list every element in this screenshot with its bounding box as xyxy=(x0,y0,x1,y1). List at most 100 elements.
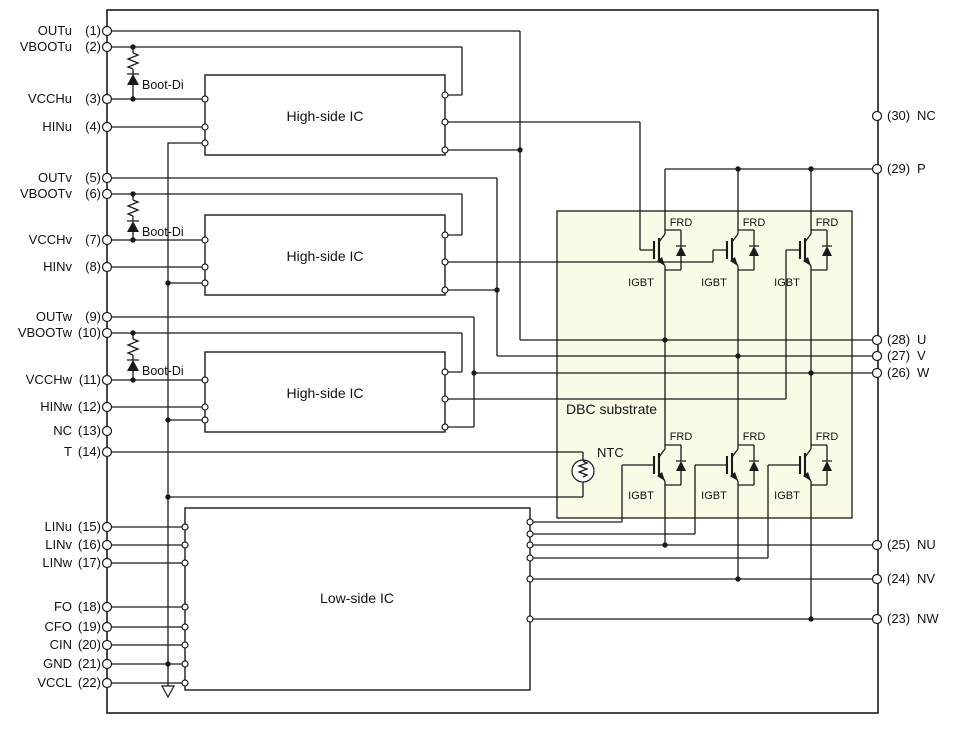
pin-num-20: (20) xyxy=(78,637,101,652)
pin-num-27: (27) xyxy=(887,348,910,363)
pin-label-p: P xyxy=(917,161,926,176)
pin-label-v: V xyxy=(917,348,926,363)
pin-num-1: (1) xyxy=(85,23,101,38)
pin-label-linv: LINv xyxy=(45,537,72,552)
pin-label-vbootv: VBOOTv xyxy=(20,186,73,201)
high-side-ic-v-label: High-side IC xyxy=(286,248,363,264)
frd-wb-label: FRD xyxy=(816,431,839,443)
frd-diode-icons xyxy=(676,246,832,471)
pin-24 xyxy=(871,573,883,585)
pin-num-7: (7) xyxy=(85,232,101,247)
pin-2 xyxy=(101,41,113,53)
pin-num-26: (26) xyxy=(887,365,910,380)
pin-22 xyxy=(101,677,113,689)
emitter-arrow-icon xyxy=(730,257,738,266)
pin-21 xyxy=(101,658,113,670)
pin-14 xyxy=(101,446,113,458)
igbt-ub-label: IGBT xyxy=(628,490,654,502)
package-pins xyxy=(101,25,883,689)
pin-num-4: (4) xyxy=(85,119,101,134)
right-pin-labels: (30) NC (29) P (28) U (27) V (26) W (25)… xyxy=(887,108,939,626)
pin-19 xyxy=(101,621,113,633)
pin-13 xyxy=(101,425,113,437)
pin-num-5: (5) xyxy=(85,170,101,185)
pin-label-fo: FO xyxy=(54,599,72,614)
pin-9 xyxy=(101,311,113,323)
pin-25 xyxy=(871,539,883,551)
igbt-wb-label: IGBT xyxy=(774,490,800,502)
pin-label-outv: OUTv xyxy=(38,170,72,185)
pin-num-24: (24) xyxy=(887,571,910,586)
pin-28 xyxy=(871,334,883,346)
frd-ut-icon xyxy=(676,246,686,256)
pin-27 xyxy=(871,350,883,362)
wires xyxy=(111,30,873,686)
pin-label-vbootu: VBOOTu xyxy=(20,39,72,54)
pin-label-t: T xyxy=(64,444,72,459)
boot-di-v-label: Boot-Di xyxy=(142,225,184,239)
boot-diodes xyxy=(127,73,139,371)
left-pin-labels: OUTu (1) VBOOTu (2) VCCHu (3) HINu (4) O… xyxy=(18,23,101,690)
high-side-ic-u-label: High-side IC xyxy=(286,108,363,124)
pin-20 xyxy=(101,639,113,651)
pin-11 xyxy=(101,374,113,386)
frd-wt-label: FRD xyxy=(816,217,839,229)
pin-label-nu: NU xyxy=(917,537,936,552)
frd-vt-label: FRD xyxy=(743,217,766,229)
pin-num-12: (12) xyxy=(78,399,101,414)
pin-num-19: (19) xyxy=(78,619,101,634)
igbt-wt-label: IGBT xyxy=(774,277,800,289)
igbt-bars xyxy=(652,238,807,477)
pin-label-vcchv: VCCHv xyxy=(29,232,73,247)
pin-num-13: (13) xyxy=(78,423,101,438)
high-side-ic-w-box xyxy=(204,351,446,433)
pin-num-8: (8) xyxy=(85,259,101,274)
pin-16 xyxy=(101,539,113,551)
boot-di-u-label: Boot-Di xyxy=(142,78,184,92)
frd-ub-icon xyxy=(676,461,686,471)
pin-8 xyxy=(101,261,113,273)
pin-30 xyxy=(871,110,883,122)
pin-15 xyxy=(101,521,113,533)
pin-label-outw: OUTw xyxy=(36,309,73,324)
frd-vb-label: FRD xyxy=(743,431,766,443)
pin-label-outu: OUTu xyxy=(38,23,72,38)
ntc-zigzag-icon xyxy=(577,460,589,478)
pin-12 xyxy=(101,401,113,413)
pin-label-nc30: NC xyxy=(917,108,936,123)
pin-num-6: (6) xyxy=(85,186,101,201)
pin-18 xyxy=(101,601,113,613)
ic-blocks xyxy=(184,74,531,691)
pin-num-28: (28) xyxy=(887,332,910,347)
emitter-arrow-icon xyxy=(803,472,811,481)
wiring xyxy=(111,30,873,699)
pin-label-vcchu: VCCHu xyxy=(28,91,72,106)
pin-7 xyxy=(101,234,113,246)
pin-num-17: (17) xyxy=(78,555,101,570)
pin-num-30: (30) xyxy=(887,108,910,123)
frd-vb-icon xyxy=(749,461,759,471)
ntc-label: NTC xyxy=(597,445,624,460)
pin-num-15: (15) xyxy=(78,519,101,534)
boot-resistor-zigzags xyxy=(126,52,140,356)
pin-num-22: (22) xyxy=(78,675,101,690)
ntc-thermistor xyxy=(571,459,595,483)
emitter-arrow-icon xyxy=(657,257,665,266)
pin-17 xyxy=(101,557,113,569)
pin-num-14: (14) xyxy=(78,444,101,459)
high-side-ic-w-label: High-side IC xyxy=(286,385,363,401)
pin-num-10: (10) xyxy=(78,325,101,340)
frd-wt-icon xyxy=(822,246,832,256)
pin-num-9: (9) xyxy=(85,309,101,324)
emitter-arrow-icon xyxy=(803,257,811,266)
dbc-substrate-label: DBC substrate xyxy=(566,401,657,417)
pin-label-vccl: VCCL xyxy=(37,675,72,690)
pin-label-hinv: HINv xyxy=(43,259,72,274)
pin-6 xyxy=(101,188,113,200)
ground-arrow-icon xyxy=(160,685,176,699)
pin-23 xyxy=(871,613,883,625)
pin-label-vbootw: VBOOTw xyxy=(18,325,73,340)
pin-label-hinu: HINu xyxy=(42,119,72,134)
pin-1 xyxy=(101,25,113,37)
pin-3 xyxy=(101,93,113,105)
